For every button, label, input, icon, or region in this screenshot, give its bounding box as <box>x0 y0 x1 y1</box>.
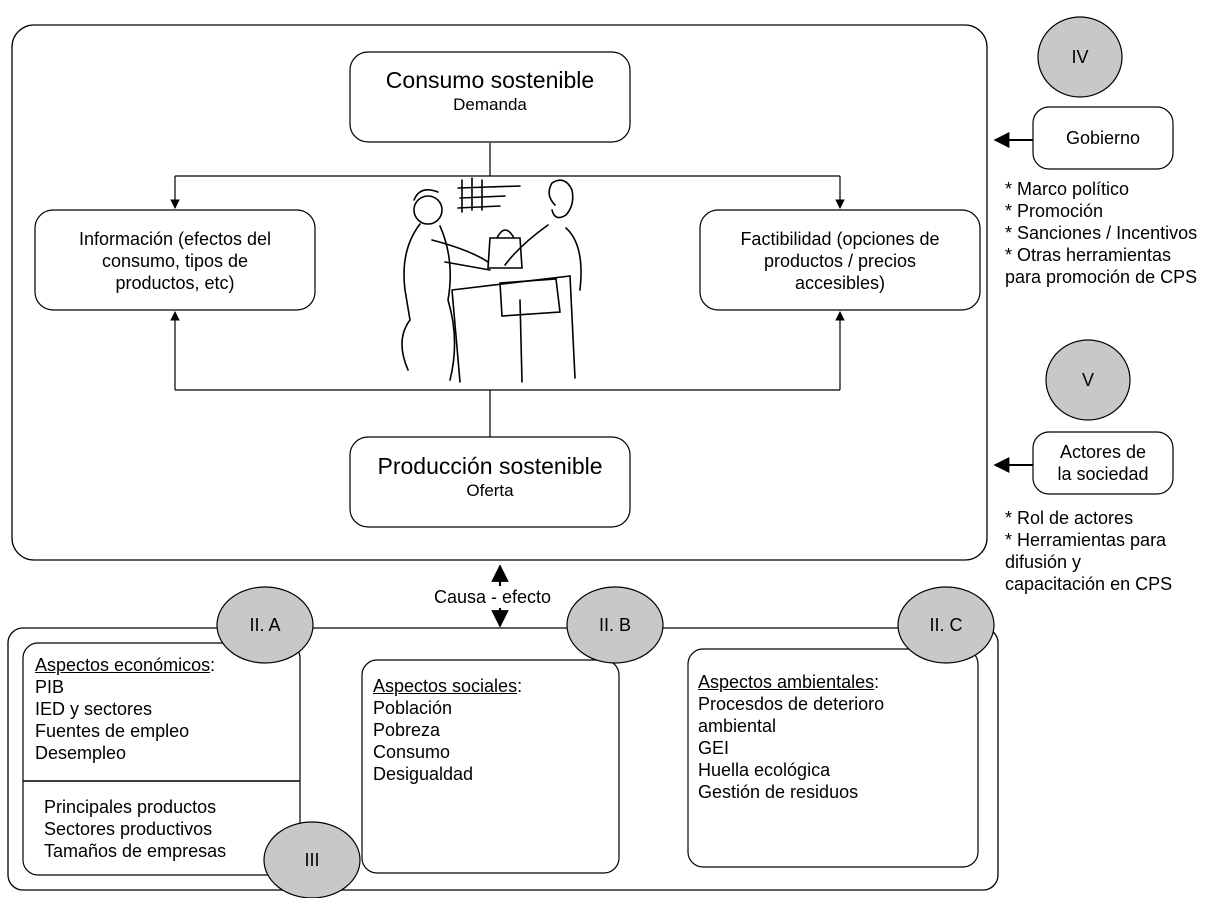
actores-items: * Rol de actores * Herramientas para dif… <box>1005 507 1172 595</box>
factibilidad-text: Factibilidad (opciones de productos / pr… <box>700 228 980 294</box>
gobierno-box <box>1032 106 1174 170</box>
sociales-item: Pobreza <box>373 720 441 740</box>
consumo-box <box>349 51 631 143</box>
sociales-item: Consumo <box>373 742 451 762</box>
actores-line: Actores de <box>1059 442 1147 462</box>
economicos-item: IED y sectores <box>35 699 153 719</box>
informacion-line: Información (efectos del <box>78 229 272 249</box>
sociales-item: Población <box>373 698 453 718</box>
economicos-box <box>22 642 301 876</box>
gobierno-item: para promoción de CPS <box>1005 267 1198 287</box>
lower-frame <box>7 627 999 891</box>
gobierno-item: * Marco político <box>1005 179 1130 199</box>
economicos-item2: Sectores productivos <box>44 819 213 839</box>
factibilidad-box <box>699 209 981 311</box>
circle-v <box>1045 339 1131 421</box>
produccion-box-text: Producción sostenible Oferta <box>350 452 630 502</box>
economicos-item: Fuentes de empleo <box>35 721 190 741</box>
actores-item: capacitación en CPS <box>1005 574 1173 594</box>
sociales-text: Aspectos sociales: Población Pobreza Con… <box>373 676 523 784</box>
shopping-illustration <box>401 177 582 383</box>
actores-label: Actores de la sociedad <box>1033 441 1173 485</box>
sociales-item: Desigualdad <box>373 764 474 784</box>
factibilidad-line: productos / precios <box>763 251 917 271</box>
sociales-box <box>361 659 620 874</box>
circle-iic-label: II. C <box>929 615 963 635</box>
ambientales-item: ambiental <box>698 716 777 736</box>
informacion-box <box>34 209 316 311</box>
actores-item: * Herramientas para <box>1005 530 1167 550</box>
factibilidad-line: Factibilidad (opciones de <box>740 229 940 249</box>
consumo-box-text: Consumo sostenible Demanda <box>350 66 630 116</box>
economicos-heading: Aspectos económicos <box>35 655 211 675</box>
consumo-title: Consumo sostenible <box>385 67 595 93</box>
factibilidad-line: accesibles) <box>794 273 886 293</box>
informacion-line: consumo, tipos de <box>101 251 249 271</box>
main-system-frame <box>11 24 988 561</box>
sociales-heading: Aspectos sociales <box>373 676 518 696</box>
ambientales-text: Aspectos ambientales: Procesdos de deter… <box>698 672 885 802</box>
circle-iib-label: II. B <box>598 615 631 635</box>
ambientales-item: GEI <box>698 738 730 758</box>
circle-iii <box>263 821 361 898</box>
circle-iv <box>1037 16 1123 98</box>
economicos-item: Desempleo <box>35 743 127 763</box>
actores-item: * Rol de actores <box>1005 508 1134 528</box>
economicos-item2: Principales productos <box>44 797 217 817</box>
produccion-subtitle: Oferta <box>466 481 514 500</box>
consumo-subtitle: Demanda <box>453 95 527 114</box>
economicos-text: Aspectos económicos: PIB IED y sectores … <box>35 655 216 763</box>
circle-v-label: V <box>1081 370 1094 390</box>
circle-iia <box>216 586 314 664</box>
actores-item: difusión y <box>1005 552 1082 572</box>
economicos-item2: Tamaños de empresas <box>44 841 227 861</box>
gobierno-item: * Otras herramientas <box>1005 245 1172 265</box>
gobierno-label: Gobierno <box>1065 128 1141 148</box>
ambientales-item: Procesdos de deterioro <box>698 694 885 714</box>
circle-iv-label: IV <box>1071 47 1089 67</box>
ambientales-heading: Aspectos ambientales <box>698 672 875 692</box>
circle-iib <box>566 586 664 664</box>
actores-box <box>1032 431 1174 495</box>
informacion-text: Información (efectos del consumo, tipos … <box>35 228 315 294</box>
gobierno-item: * Sanciones / Incentivos <box>1005 223 1198 243</box>
circle-iic <box>897 586 995 664</box>
ambientales-box <box>687 648 979 868</box>
circle-iii-label: III <box>304 850 320 870</box>
gobierno-item: * Promoción <box>1005 201 1104 221</box>
ambientales-item: Gestión de residuos <box>698 782 859 802</box>
economicos-text-2: Principales productos Sectores productiv… <box>44 796 226 862</box>
causa-efecto-label: Causa - efecto <box>432 586 554 608</box>
actores-line: la sociedad <box>1057 464 1149 484</box>
produccion-title: Producción sostenible <box>377 453 603 479</box>
ambientales-item: Huella ecológica <box>698 760 831 780</box>
informacion-line: productos, etc) <box>115 273 235 293</box>
circle-iia-label: II. A <box>249 615 281 635</box>
economicos-item: PIB <box>35 677 65 697</box>
gobierno-items: * Marco político * Promoción * Sanciones… <box>1005 178 1197 288</box>
produccion-box <box>349 436 631 528</box>
